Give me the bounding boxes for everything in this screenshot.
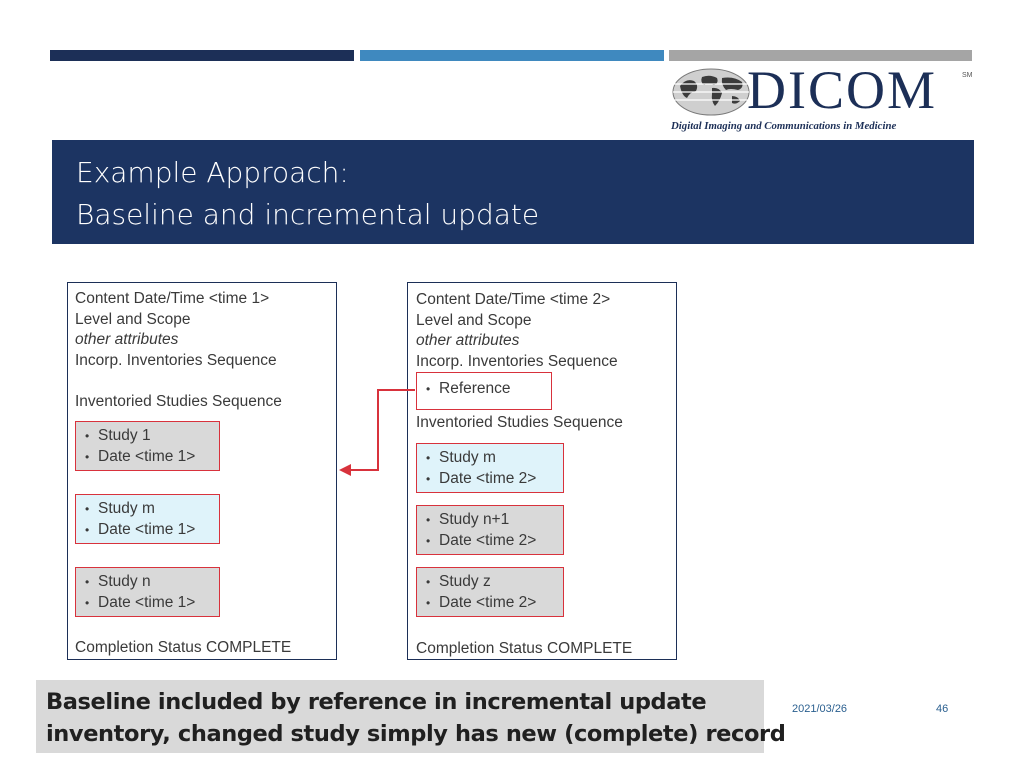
slide-title-line2: Baseline and incremental update xyxy=(76,198,540,231)
header-bar-blue xyxy=(360,50,664,61)
study-item: •Study m •Date <time 2> xyxy=(416,443,564,493)
bullet-icon: • xyxy=(426,575,431,589)
summary-banner: Baseline included by reference in increm… xyxy=(36,680,786,753)
arrowhead-icon xyxy=(339,464,351,476)
reference-item: •Reference xyxy=(416,372,552,410)
study-item: •Study n+1 •Date <time 2> xyxy=(416,505,564,555)
level-scope: Level and Scope xyxy=(416,312,532,329)
logo-trademark: SM xyxy=(962,72,973,79)
slide-date: 2021/03/26 xyxy=(792,703,848,715)
incorp-inventories-sequence: Incorp. Inventories Sequence xyxy=(416,353,618,370)
bullet-icon: • xyxy=(85,595,90,610)
slide-title: Example Approach: Baseline and increment… xyxy=(76,152,539,236)
bullet-icon: • xyxy=(85,502,90,516)
bullet-icon: • xyxy=(426,595,431,610)
completion-status: Completion Status COMPLETE xyxy=(416,640,633,657)
summary-line1: Baseline included by reference in increm… xyxy=(46,689,707,715)
summary-line2: inventory, changed study simply has new … xyxy=(46,721,786,747)
logo-tagline: Digital Imaging and Communications in Me… xyxy=(671,120,897,132)
bullet-icon: • xyxy=(426,513,431,527)
bullet-icon: • xyxy=(85,429,90,443)
summary-text: Baseline included by reference in increm… xyxy=(46,686,786,750)
header-bar-navy xyxy=(50,50,354,61)
bullet-icon: • xyxy=(85,449,90,464)
globe-icon xyxy=(672,68,750,116)
logo-wordmark: DICOM xyxy=(747,60,938,120)
title-band: Example Approach: Baseline and increment… xyxy=(52,140,974,244)
dicom-logo: DICOM SM Digital Imaging and Communicati… xyxy=(669,60,976,136)
completion-status: Completion Status COMPLETE xyxy=(75,639,292,656)
content-datetime: Content Date/Time <time 2> xyxy=(416,291,611,308)
study-item: •Study m •Date <time 1> xyxy=(75,494,220,544)
incorp-inventories-sequence: Incorp. Inventories Sequence xyxy=(75,352,277,369)
study-item: •Study n •Date <time 1> xyxy=(75,567,220,617)
content-datetime: Content Date/Time <time 1> xyxy=(75,290,270,307)
inventoried-studies-sequence: Inventoried Studies Sequence xyxy=(416,414,623,431)
study-item: •Study z •Date <time 2> xyxy=(416,567,564,617)
inventoried-studies-sequence: Inventoried Studies Sequence xyxy=(75,393,282,410)
slide-title-line1: Example Approach: xyxy=(76,156,349,189)
bullet-icon: • xyxy=(426,471,431,486)
level-scope: Level and Scope xyxy=(75,311,191,328)
study-item: •Study 1 •Date <time 1> xyxy=(75,421,220,471)
other-attributes: other attributes xyxy=(75,331,179,348)
bullet-icon: • xyxy=(426,451,431,465)
bullet-icon: • xyxy=(85,522,90,537)
header-bar-grey xyxy=(669,50,972,61)
baseline-inventory-panel: Content Date/Time <time 1> Level and Sco… xyxy=(67,282,337,660)
bullet-icon: • xyxy=(85,575,90,589)
bullet-icon: • xyxy=(426,382,431,396)
bullet-icon: • xyxy=(426,533,431,548)
incremental-inventory-panel: Content Date/Time <time 2> Level and Sco… xyxy=(407,282,677,660)
slide-number: 46 xyxy=(936,703,949,715)
other-attributes: other attributes xyxy=(416,332,520,349)
